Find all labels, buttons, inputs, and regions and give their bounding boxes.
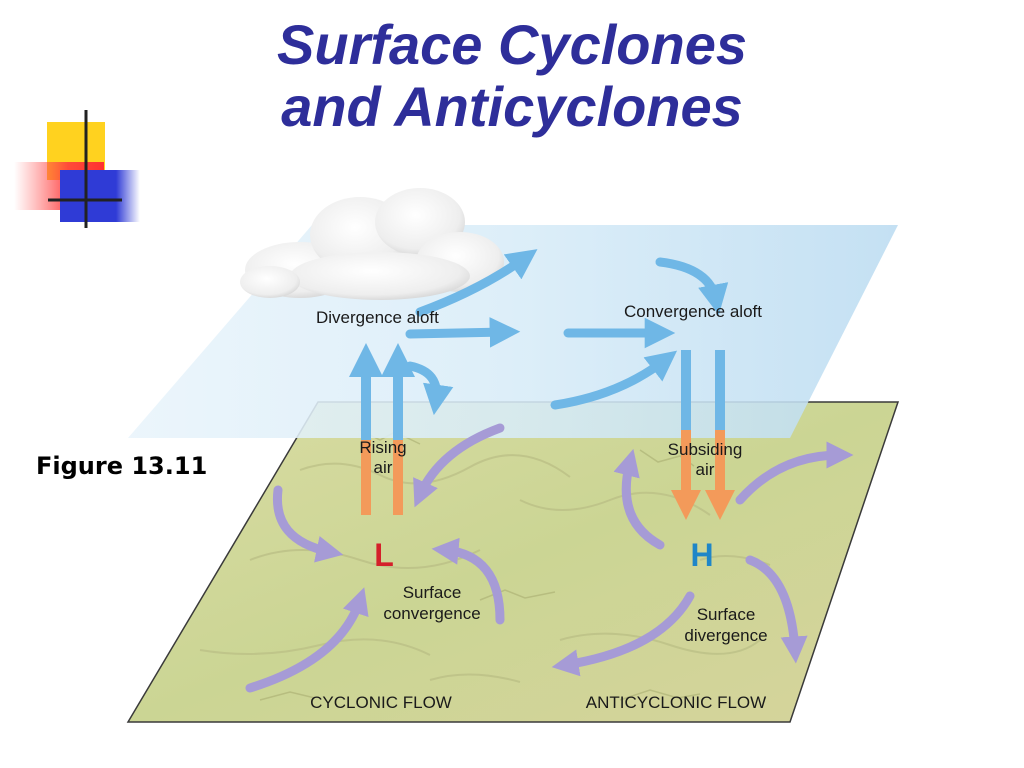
label-rising-line2: air xyxy=(374,458,393,477)
cloud-icon xyxy=(240,188,504,300)
label-subsiding-line1: Subsiding xyxy=(668,440,743,459)
low-pressure-symbol: L xyxy=(374,537,394,573)
slide-title: Surface Cyclones and Anticyclones xyxy=(0,14,1024,138)
surface-arrow-to-lower-left xyxy=(551,591,695,677)
surface-arrow-to-upper-right xyxy=(735,441,854,505)
label-divergence-aloft: Divergence aloft xyxy=(316,308,439,327)
surface-arrow-from-right xyxy=(431,537,505,625)
label-subsiding-line2: air xyxy=(696,460,715,479)
title-line-2: and Anticyclones xyxy=(281,75,743,138)
subsiding-air-arrows xyxy=(671,350,735,520)
color-block-logo xyxy=(14,110,140,228)
rising-air-arrows xyxy=(348,342,416,515)
label-surface-convergence-line1: Surface xyxy=(403,583,462,602)
upper-arrow-east xyxy=(405,317,521,348)
upper-arrow-ne xyxy=(415,249,538,317)
upper-arrow-lower-curve xyxy=(550,350,678,410)
surface-flow-arrows xyxy=(245,423,854,693)
label-surface-divergence-line2: divergence xyxy=(684,626,767,645)
high-pressure-symbol: H xyxy=(690,537,713,573)
surface-arrow-from-top xyxy=(413,423,505,508)
label-cyclonic-flow: CYCLONIC FLOW xyxy=(310,693,452,712)
title-line-1: Surface Cyclones xyxy=(277,13,747,76)
surface-arrow-from-left xyxy=(272,485,344,563)
figure-label: Figure 13.11 xyxy=(36,452,208,480)
label-surface-convergence-line2: convergence xyxy=(383,604,480,623)
label-rising-line1: Rising xyxy=(359,438,406,457)
label-anticyclonic-flow: ANTICYCLONIC FLOW xyxy=(586,693,766,712)
surface-arrow-to-lower-right xyxy=(745,555,808,664)
upper-plane xyxy=(128,225,898,438)
surface-arrow-to-upper-left xyxy=(613,448,665,550)
ground-plane xyxy=(126,401,900,723)
label-surface-divergence-line1: Surface xyxy=(697,605,756,624)
upper-flow-arrows xyxy=(405,249,729,416)
upper-arrow-curve-right xyxy=(655,257,729,316)
label-convergence-aloft: Convergence aloft xyxy=(624,302,762,321)
surface-arrow-from-bottom xyxy=(245,587,369,693)
